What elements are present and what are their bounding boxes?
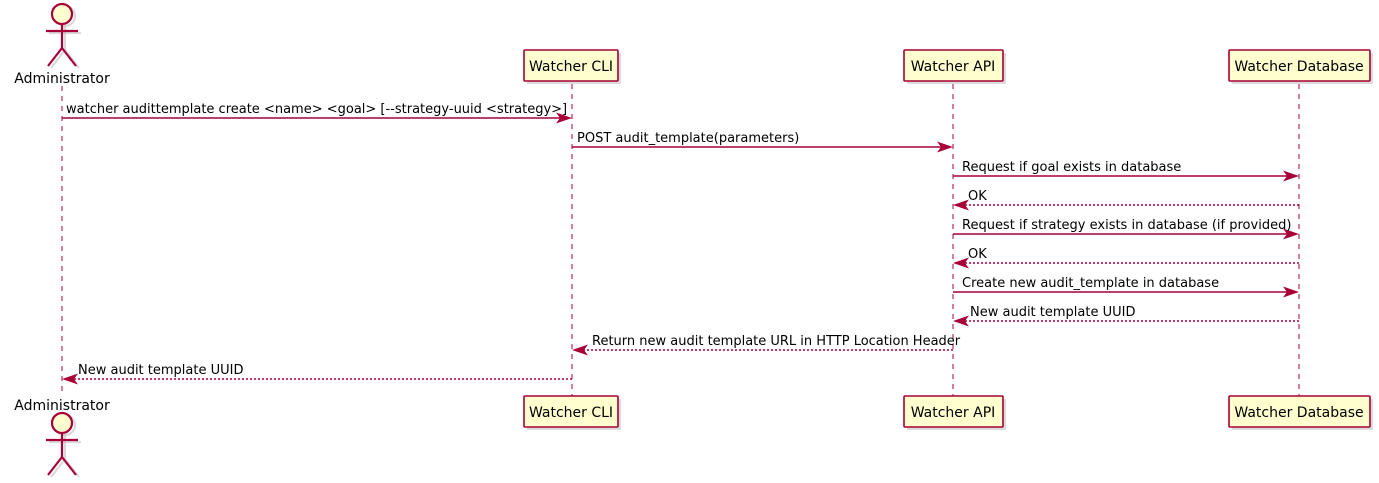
message-label: New audit template UUID [970,305,1135,320]
actor-head-icon [50,411,74,435]
participant-watcher-cli-bottom[interactable]: Watcher CLI [523,395,621,430]
participant-label-watcher-cli: Watcher CLI [529,405,613,421]
participant-label-watcher-api: Watcher API [911,405,996,421]
actor-label-administrator-bottom: Administrator [14,398,110,414]
arrow-head-right [937,141,953,153]
message-label: OK [968,189,987,204]
message-label: Create new audit_template in database [962,276,1219,291]
message-9[interactable]: Return new audit template URL in HTTP Lo… [572,334,961,356]
message-label: watcher audittemplate create <name> <goa… [66,102,567,117]
message-label: Request if strategy exists in database (… [962,218,1291,233]
actor-label-administrator-top: Administrator [14,71,110,87]
message-2[interactable]: POST audit_template(parameters) [572,131,953,153]
participant-watcher-cli-top[interactable]: Watcher CLI [523,49,621,84]
message-10[interactable]: New audit template UUID [62,363,572,385]
participant-watcher-api-top[interactable]: Watcher API [903,49,1006,84]
message-label: Return new audit template URL in HTTP Lo… [592,334,961,349]
actor-right-leg-line [61,47,77,67]
arrow-head-right [1283,286,1299,298]
participant-box[interactable] [903,395,1004,428]
actor-left-leg-line [47,47,63,67]
message-label: POST audit_template(parameters) [577,131,799,146]
participant-box[interactable] [523,395,619,428]
message-4[interactable]: OK [953,189,1299,211]
arrow-head-right [1283,170,1299,182]
message-8[interactable]: New audit template UUID [953,305,1299,327]
actor-head-icon [50,2,74,26]
actor-administrator-top[interactable]: Administrator [14,2,110,87]
actor-administrator-bottom[interactable]: Administrator [14,398,110,478]
actor-left-leg-line [47,456,63,476]
arrow-head-left [572,344,588,356]
arrow-head-right [556,112,572,124]
participant-label-watcher-api: Watcher API [911,59,996,75]
participant-watcher-database-bottom[interactable]: Watcher Database [1228,395,1373,430]
message-label: New audit template UUID [78,363,243,378]
participant-label-watcher-database: Watcher Database [1234,405,1363,421]
participant-box[interactable] [1228,49,1371,82]
participant-watcher-api-bottom[interactable]: Watcher API [903,395,1006,430]
participant-label-watcher-cli: Watcher CLI [529,59,613,75]
message-3[interactable]: Request if goal exists in database [953,160,1299,182]
participant-box[interactable] [903,49,1004,82]
actor-right-leg-line [61,456,77,476]
arrow-head-left [62,373,78,385]
arrow-head-left [953,315,969,327]
arrow-head-left [953,257,969,269]
arrow-head-right [1283,228,1299,240]
message-label: OK [968,247,987,262]
message-1[interactable]: watcher audittemplate create <name> <goa… [62,102,572,124]
arrow-head-left [953,199,969,211]
lifelines-group [61,84,1300,396]
participant-box[interactable] [1228,395,1371,428]
message-6[interactable]: OK [953,247,1299,269]
message-5[interactable]: Request if strategy exists in database (… [953,218,1299,240]
participant-box[interactable] [523,49,619,82]
participant-watcher-database-top[interactable]: Watcher Database [1228,49,1373,84]
participant-label-watcher-database: Watcher Database [1234,59,1363,75]
message-label: Request if goal exists in database [962,160,1181,175]
message-7[interactable]: Create new audit_template in database [953,276,1299,298]
